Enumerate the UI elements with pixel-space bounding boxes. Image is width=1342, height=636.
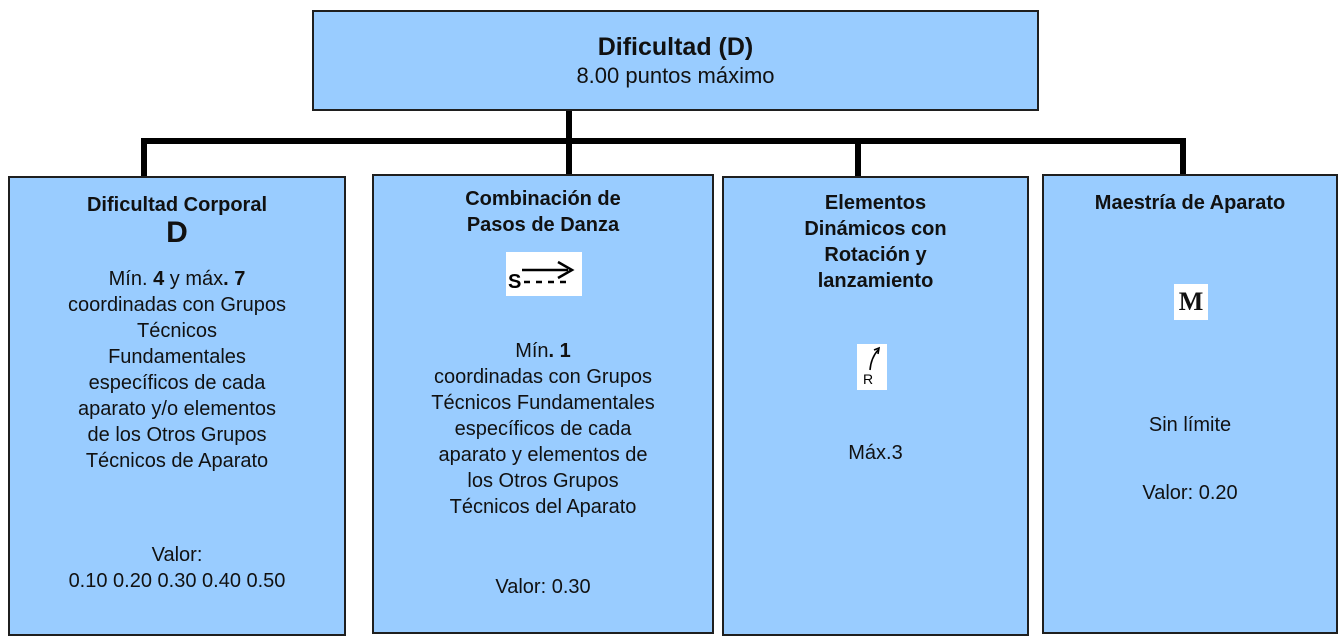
- col2-line: específicos de cada: [454, 418, 632, 440]
- rotation-arrow-icon: R: [863, 346, 881, 387]
- col3-title: Elementos Dinámicos con Rotación y lanza…: [724, 190, 1027, 294]
- rotation-throw-box: Elementos Dinámicos con Rotación y lanza…: [722, 176, 1029, 636]
- dance-steps-icon: S: [506, 252, 582, 296]
- col2-description: coordinadas con Grupos Técnicos Fundamen…: [374, 364, 712, 520]
- col3-title-line: Dinámicos con: [804, 218, 947, 240]
- col1-rule-max: . 7: [223, 268, 246, 290]
- col3-title-line: Elementos: [824, 192, 927, 214]
- col3-title-line: lanzamiento: [817, 270, 934, 292]
- col4-limit: Sin límite: [1148, 414, 1232, 436]
- col2-line: aparato y elementos de: [438, 444, 648, 466]
- dance-steps-arrow-icon: S: [508, 260, 575, 293]
- body-difficulty-symbol: D: [166, 216, 188, 249]
- col3-title-line: Rotación y: [824, 244, 927, 266]
- connector-col1: [141, 138, 147, 176]
- rotation-throw-icon: R: [857, 344, 887, 390]
- col1-values: 0.10 0.20 0.30 0.40 0.50: [68, 570, 286, 592]
- col1-line: Técnicos: [136, 320, 218, 342]
- col1-line: aparato y/o elementos: [78, 398, 276, 420]
- connector-horizontal: [141, 138, 1186, 144]
- col2-title-line2: Pasos de Danza: [466, 214, 620, 236]
- dance-steps-letter: S: [508, 271, 521, 293]
- col2-line: Técnicos del Aparato: [449, 496, 637, 518]
- col1-description: coordinadas con Grupos Técnicos Fundamen…: [10, 292, 344, 474]
- col2-line: coordinadas con Grupos: [434, 366, 652, 388]
- mastery-symbol: M: [1178, 287, 1204, 316]
- col4-title: Maestría de Aparato: [1094, 192, 1286, 214]
- col1-rule-mid: y máx: [169, 268, 224, 290]
- col4-value: Valor: 0.20: [1142, 482, 1238, 504]
- difficulty-root-box: Dificultad (D) 8.00 puntos máximo: [312, 10, 1039, 111]
- col1-rule-min: 4: [153, 268, 165, 290]
- col1-line: específicos de cada: [88, 372, 266, 394]
- apparatus-mastery-box: Maestría de Aparato M Sin límite Valor: …: [1042, 174, 1338, 634]
- mastery-icon: M: [1174, 284, 1208, 320]
- connector-col3: [855, 138, 861, 176]
- col1-line: coordinadas con Grupos: [68, 294, 286, 316]
- col1-rule-pre: Mín.: [108, 268, 148, 290]
- col2-value: Valor: 0.30: [495, 576, 591, 598]
- col1-line: Técnicos de Aparato: [85, 450, 269, 472]
- col2-line: Técnicos Fundamentales: [431, 392, 655, 414]
- col1-line: Fundamentales: [108, 346, 246, 368]
- connector-col4: [1180, 138, 1186, 186]
- body-difficulty-box: Dificultad Corporal D Mín. 4 y máx. 7 co…: [8, 176, 346, 636]
- col1-line: de los Otros Grupos: [87, 424, 267, 446]
- root-subtitle: 8.00 puntos máximo: [576, 63, 775, 88]
- connector-trunk: [566, 111, 572, 211]
- col2-rule: Mín. 1: [374, 338, 712, 364]
- rotation-letter: R: [863, 371, 873, 387]
- dance-steps-box: Combinación de Pasos de Danza S Mín. 1 c…: [372, 174, 714, 634]
- col1-value-label: Valor:: [151, 544, 203, 566]
- col2-rule-min: . 1: [548, 340, 571, 362]
- col2-title-line1: Combinación de: [465, 188, 621, 210]
- col1-title: Dificultad Corporal: [86, 194, 267, 216]
- col1-rule: Mín. 4 y máx. 7: [10, 266, 344, 292]
- col3-limit: Máx.3: [848, 442, 903, 464]
- root-title: Dificultad (D): [597, 33, 754, 61]
- col2-line: los Otros Grupos: [467, 470, 619, 492]
- col2-rule-pre: Mín: [515, 340, 549, 362]
